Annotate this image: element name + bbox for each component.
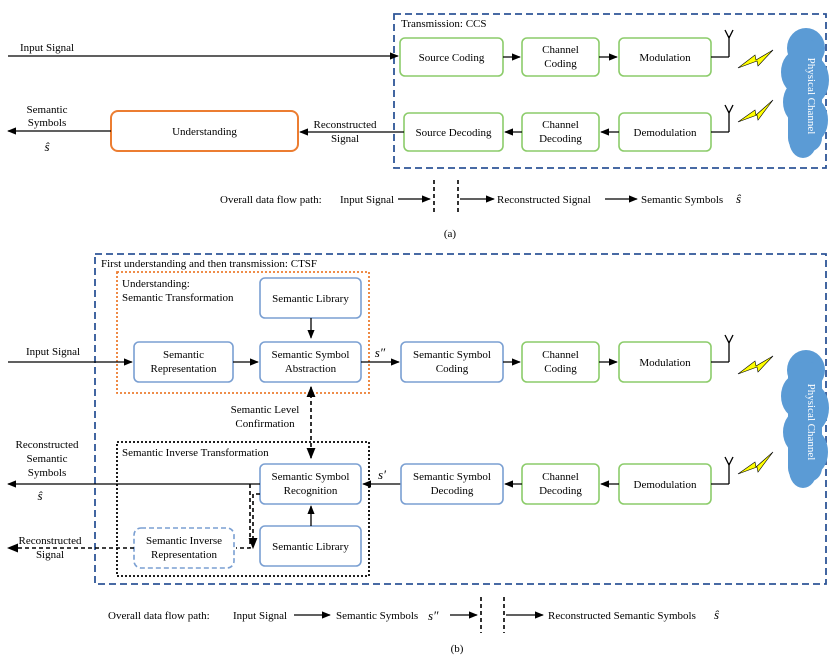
confirmation-label-2: Confirmation — [235, 418, 295, 430]
understanding-group-title-1: Understanding: — [122, 278, 190, 290]
b-flow-s: s″ — [428, 608, 439, 623]
b-flow-reconstructed: Reconstructed Semantic Symbols — [548, 610, 696, 622]
semantic-symbol-decoding-label-2: Decoding — [431, 485, 474, 497]
understanding-label: Understanding — [172, 126, 237, 138]
a-reconstructed-label-2: Signal — [331, 133, 359, 145]
semantic-symbol-coding-label-1: Semantic Symbol — [413, 349, 491, 361]
b-flow-input: Input Signal — [233, 610, 287, 622]
b-reconstructed-symbols-label-3: Symbols — [28, 467, 67, 479]
semantic-library-label-2: Semantic Library — [272, 541, 349, 553]
b-reconstructed-symbols-label-1: Reconstructed — [16, 439, 79, 451]
a-semantic-symbols-label-2: Symbols — [28, 117, 67, 129]
inverse-group-box — [116, 441, 370, 577]
cloud-icon — [781, 28, 829, 158]
semantic-inverse-representation-label-1: Semantic Inverse — [146, 535, 222, 547]
lightning-icon — [737, 99, 774, 123]
b-reconstructed-signal-label-1: Reconstructed — [19, 535, 82, 547]
physical-channel-label-b: Physical Channel — [805, 384, 817, 461]
antenna-icon — [711, 456, 734, 485]
b-s-prime: s′ — [378, 467, 386, 482]
understanding-group-title-2: Semantic Transformation — [122, 292, 234, 304]
panel-b: First understanding and then transmissio… — [6, 253, 829, 655]
b-s-double-prime: s″ — [375, 345, 386, 360]
a-flow-prefix: Overall data flow path: — [220, 194, 322, 206]
channel-coding-label-a-2: Coding — [544, 58, 577, 70]
demodulation-label-a: Demodulation — [634, 127, 697, 139]
channel-coding-box-b — [521, 341, 600, 383]
a-s-hat: ŝ — [44, 139, 50, 154]
semantic-library-label: Semantic Library — [272, 293, 349, 305]
semantic-symbol-recognition-label-2: Recognition — [284, 485, 338, 497]
b-reconstructed-signal-label-2: Signal — [36, 549, 64, 561]
b-s-hat: ŝ — [37, 488, 43, 503]
source-coding-label: Source Coding — [419, 52, 485, 64]
cloud-icon — [781, 350, 829, 488]
semantic-symbol-recognition-box — [259, 463, 362, 505]
b-flow-prefix: Overall data flow path: — [108, 610, 210, 622]
inverse-group-title: Semantic Inverse Transformation — [122, 447, 269, 459]
semantic-representation-label-2: Representation — [151, 363, 217, 375]
confirmation-label-1: Semantic Level — [231, 404, 300, 416]
channel-decoding-label-a-1: Channel — [542, 119, 579, 131]
modulation-label-b: Modulation — [639, 357, 691, 369]
semantic-symbol-decoding-box — [400, 463, 504, 505]
semantic-symbol-abstraction-label-2: Abstraction — [285, 363, 337, 375]
ccs-group-title: Transmission: CCS — [401, 18, 487, 30]
channel-decoding-label-b-1: Channel — [542, 471, 579, 483]
antenna-icon — [711, 29, 734, 58]
lightning-icon — [737, 451, 774, 475]
a-input-label: Input Signal — [20, 42, 74, 54]
semantic-representation-label-1: Semantic — [163, 349, 204, 361]
lightning-icon — [737, 49, 774, 69]
semantic-symbol-coding-label-2: Coding — [436, 363, 469, 375]
semantic-inverse-representation-box — [133, 527, 235, 569]
ctsf-group-title: First understanding and then transmissio… — [101, 258, 317, 270]
caption-b: (b) — [451, 643, 464, 655]
a-flow-s-hat: ŝ — [736, 191, 742, 206]
modulation-label-a: Modulation — [639, 52, 691, 64]
understanding-group-box — [116, 271, 370, 394]
channel-coding-label-b-1: Channel — [542, 349, 579, 361]
semantic-symbol-recognition-label-1: Semantic Symbol — [272, 471, 350, 483]
channel-decoding-label-b-2: Decoding — [539, 485, 582, 497]
channel-decoding-box-b — [521, 463, 600, 505]
antenna-icon — [711, 104, 734, 133]
lightning-icon — [737, 355, 774, 375]
a-flow-reconstructed: Reconstructed Signal — [497, 194, 591, 206]
channel-decoding-label-a-2: Decoding — [539, 133, 582, 145]
a-flow-semantic: Semantic Symbols — [641, 194, 723, 206]
channel-coding-label-a-1: Channel — [542, 44, 579, 56]
semantic-symbol-abstraction-box — [259, 341, 362, 383]
b-flow-s-hat: ŝ — [714, 607, 720, 622]
a-semantic-symbols-label-1: Semantic — [27, 104, 68, 116]
demodulation-label-b: Demodulation — [634, 479, 697, 491]
b-flow-semantic: Semantic Symbols — [336, 610, 418, 622]
b-reconstructed-symbols-label-2: Semantic — [27, 453, 68, 465]
caption-a: (a) — [444, 228, 457, 240]
source-decoding-label: Source Decoding — [415, 127, 492, 139]
physical-channel-label-a: Physical Channel — [805, 58, 817, 135]
semantic-symbol-coding-box — [400, 341, 504, 383]
a-reconstructed-label-1: Reconstructed — [314, 119, 377, 131]
antenna-icon — [711, 334, 734, 363]
semantic-symbol-decoding-label-1: Semantic Symbol — [413, 471, 491, 483]
b-input-label: Input Signal — [26, 346, 80, 358]
a-flow-input: Input Signal — [340, 194, 394, 206]
channel-coding-label-b-2: Coding — [544, 363, 577, 375]
panel-a: Transmission: CCS Input Signal Source Co… — [7, 13, 829, 240]
semantic-representation-box — [133, 341, 234, 383]
semantic-symbol-abstraction-label-1: Semantic Symbol — [272, 349, 350, 361]
semantic-inverse-representation-label-2: Representation — [151, 549, 217, 561]
b-dashed-path-2 — [248, 493, 260, 550]
b-dashed-path-1 — [236, 484, 251, 549]
